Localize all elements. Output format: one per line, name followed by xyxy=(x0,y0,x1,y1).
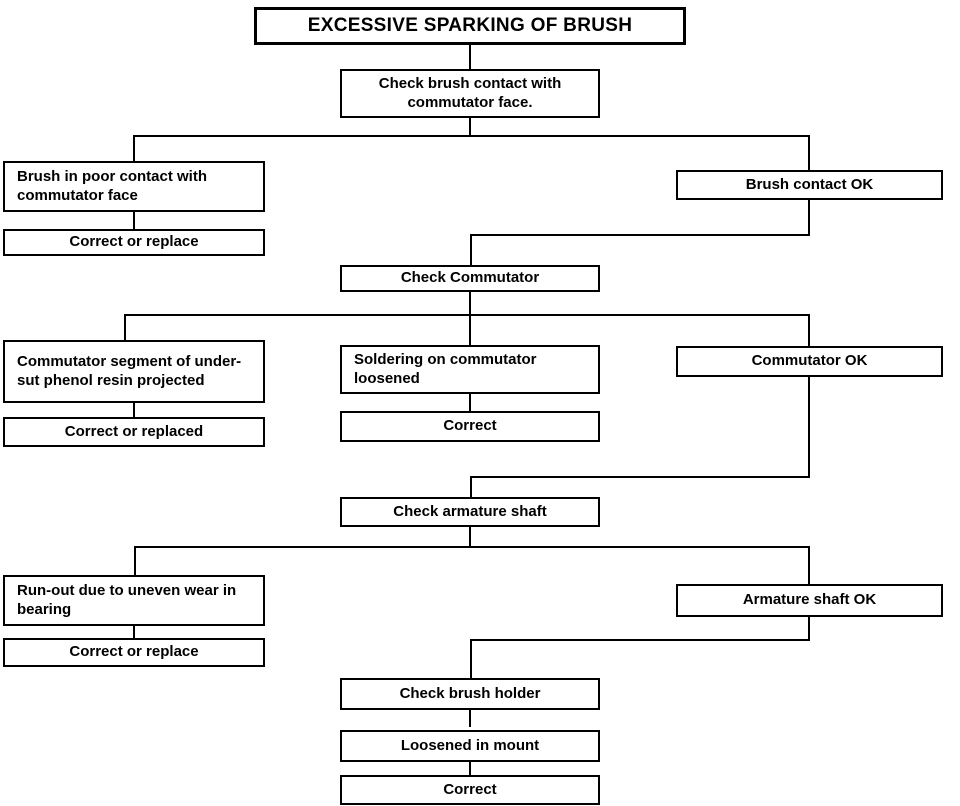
node-check-armature-shaft: Check armature shaft xyxy=(340,497,600,527)
connector-run-out-bearing-to-action xyxy=(133,626,135,638)
node-armature-shaft-ok: Armature shaft OK xyxy=(676,584,943,617)
connector-title-to-check-brush-contact xyxy=(469,45,471,69)
node-commutator-ok: Commutator OK xyxy=(676,346,943,377)
connector-down-to-check-commutator xyxy=(470,234,472,265)
connector-branch-bus-3 xyxy=(134,546,810,548)
connector-down-to-check-brush-holder xyxy=(470,639,472,678)
node-check-brush-contact: Check brush contact with commutator face… xyxy=(340,69,600,118)
node-check-brush-holder: Check brush holder xyxy=(340,678,600,710)
connector-return-to-check-brush-holder xyxy=(470,639,810,641)
node-commutator-segment-projected: Commutator segment of under-sut phenol r… xyxy=(3,340,265,403)
connector-armature-shaft-ok-down xyxy=(808,617,810,641)
node-loosened-in-mount: Loosened in mount xyxy=(340,730,600,762)
node-check-commutator: Check Commutator xyxy=(340,265,600,292)
connector-return-to-check-commutator xyxy=(470,234,810,236)
connector-branch-bus-1 xyxy=(133,135,810,137)
connector-bus3-to-run-out-bearing xyxy=(134,546,136,575)
connector-loosened-to-correct xyxy=(469,762,471,775)
node-correct-brush-holder: Correct xyxy=(340,775,600,805)
connector-bus1-to-brush-poor-contact xyxy=(133,135,135,161)
node-correct-or-replace-brush: Correct or replace xyxy=(3,229,265,256)
connector-check-commutator-down xyxy=(469,292,471,315)
connector-return-to-check-armature-shaft xyxy=(470,476,810,478)
node-correct-soldering: Correct xyxy=(340,411,600,442)
connector-branch-bus-2 xyxy=(124,314,810,316)
node-brush-contact-ok: Brush contact OK xyxy=(676,170,943,200)
connector-commutator-ok-down xyxy=(808,377,810,478)
connector-down-to-check-armature-shaft xyxy=(470,476,472,497)
connector-bus3-to-armature-shaft-ok xyxy=(808,546,810,584)
node-run-out-due-to-uneven-wear: Run-out due to uneven wear in bearing xyxy=(3,575,265,626)
connector-check-armature-shaft-down xyxy=(469,527,471,548)
connector-check-brush-contact-down xyxy=(469,118,471,137)
node-title-excessive-sparking: EXCESSIVE SPARKING OF BRUSH xyxy=(254,7,686,45)
connector-bus2-to-soldering-loosened xyxy=(469,314,471,345)
connector-bus1-to-brush-contact-ok xyxy=(808,135,810,170)
connector-brush-poor-contact-to-action xyxy=(133,212,135,229)
connector-check-brush-holder-to-loosened xyxy=(469,710,471,727)
connector-commutator-segment-to-action xyxy=(133,403,135,417)
connector-brush-contact-ok-down xyxy=(808,200,810,236)
node-soldering-on-commutator-loosened: Soldering on commutator loosened xyxy=(340,345,600,394)
node-brush-in-poor-contact: Brush in poor contact with commutator fa… xyxy=(3,161,265,212)
node-correct-or-replace-bearing: Correct or replace xyxy=(3,638,265,667)
connector-bus2-to-commutator-segment xyxy=(124,314,126,340)
connector-soldering-loosened-to-action xyxy=(469,394,471,411)
connector-bus2-to-commutator-ok xyxy=(808,314,810,346)
node-correct-or-replaced-commutator: Correct or replaced xyxy=(3,417,265,447)
